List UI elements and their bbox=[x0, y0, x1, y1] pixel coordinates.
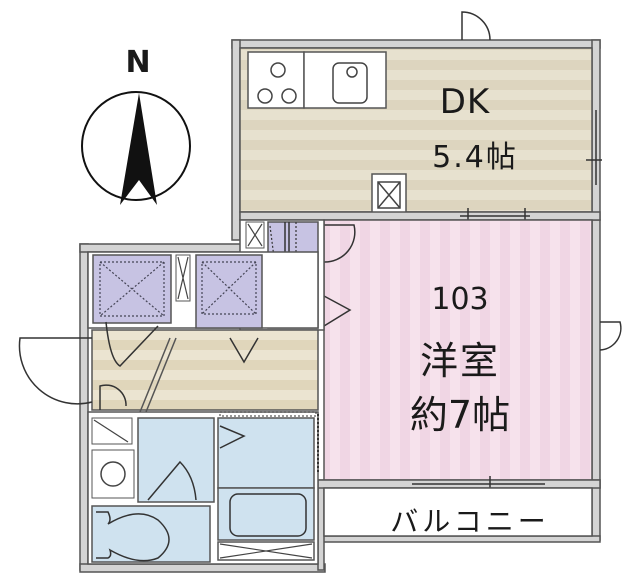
dk-room-label: DK bbox=[439, 82, 491, 122]
door-icon bbox=[461, 11, 491, 41]
storage-left-icon bbox=[92, 254, 172, 324]
dk-room-size: 5.4帖 bbox=[432, 140, 518, 175]
western-room-floor bbox=[323, 219, 593, 481]
fridge-space-icon bbox=[371, 173, 407, 215]
western-room-label: 洋室 bbox=[419, 339, 500, 383]
pipe-shaft-icon bbox=[175, 254, 191, 302]
entrance-door-icon bbox=[18, 337, 93, 405]
bathtub-icon bbox=[229, 493, 307, 537]
room-number: 103 bbox=[431, 282, 489, 317]
balcony-floor bbox=[323, 487, 593, 537]
storage-right-icon bbox=[195, 254, 263, 329]
sink-icon bbox=[332, 62, 368, 104]
hall-floor bbox=[91, 329, 319, 411]
balcony-label: バルコニー bbox=[390, 505, 550, 538]
toilet-icon bbox=[96, 511, 170, 562]
western-room-size: 約7帖 bbox=[409, 393, 511, 437]
washbasin-icon bbox=[91, 417, 135, 499]
stove-icon bbox=[257, 62, 297, 104]
compass-icon bbox=[81, 91, 191, 205]
compass-north-label: N bbox=[125, 45, 151, 80]
